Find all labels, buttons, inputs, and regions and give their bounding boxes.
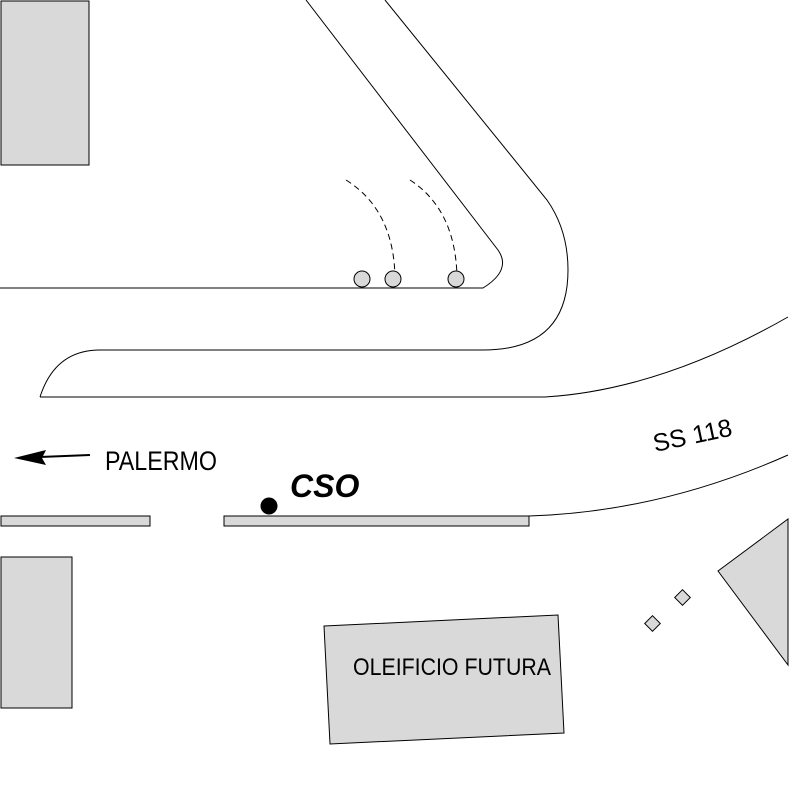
sidewalk-right xyxy=(223,515,530,527)
sidewalk-left xyxy=(0,515,151,527)
dashed-line xyxy=(409,179,458,279)
label-cso: CSO xyxy=(290,468,359,504)
road-outer-edge xyxy=(39,0,569,398)
pole-marker xyxy=(447,270,465,288)
marker-square xyxy=(644,615,661,632)
label-ss118: SS 118 xyxy=(650,414,734,458)
road-inner-edge xyxy=(0,0,503,289)
marker-square xyxy=(674,589,691,606)
building-triangle-right xyxy=(717,518,789,667)
direction-arrow-icon xyxy=(14,450,46,465)
building-oleificio-futura xyxy=(323,614,565,745)
building-bottom-left xyxy=(0,556,73,709)
pole-marker xyxy=(353,270,371,288)
road-ss118-south-edge xyxy=(528,454,789,517)
pole-marker xyxy=(384,270,402,288)
station-dot xyxy=(260,497,278,515)
road-ss118-north-edge xyxy=(40,316,789,398)
building-top-left xyxy=(0,0,90,166)
label-oleificio-futura: OLEIFICIO FUTURA xyxy=(353,654,551,681)
dashed-line xyxy=(345,179,396,279)
direction-arrow-shaft xyxy=(39,454,91,458)
label-palermo: PALERMO xyxy=(105,446,217,476)
